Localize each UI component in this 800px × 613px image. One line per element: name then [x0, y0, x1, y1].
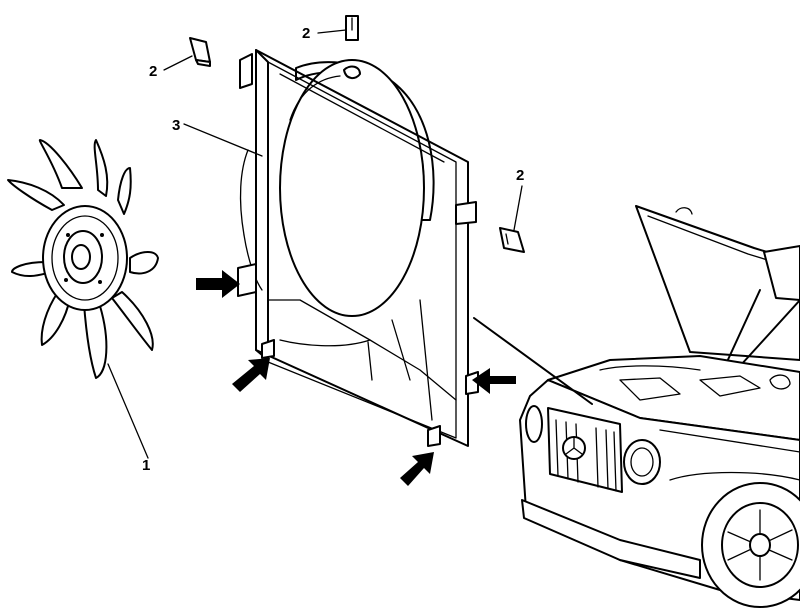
clip-top-left: [189, 37, 211, 67]
vehicle-open-hood: [635, 205, 800, 361]
vehicle-illustration: [519, 205, 800, 608]
label-clip-right: 2: [516, 167, 524, 184]
leader-lines: [107, 29, 593, 459]
vehicle-location-line: [473, 317, 593, 405]
shroud-frame: [255, 49, 469, 447]
label-fan: 1: [142, 457, 150, 474]
clip-top-center: [345, 15, 359, 41]
shroud-top-tab: [239, 53, 253, 89]
clip-right: [499, 227, 525, 253]
vehicle-headlight: [623, 439, 661, 485]
label-shroud: 3: [172, 117, 180, 134]
arrow-right: [472, 368, 516, 394]
shroud-right-tab: [455, 201, 477, 225]
fan-blades: [7, 139, 159, 379]
label-clip-top-left: 2: [149, 63, 157, 80]
arrow-left-lower: [232, 358, 270, 392]
arrow-left-upper: [196, 270, 240, 298]
shroud-fan-opening: [279, 59, 425, 317]
fan-illustration: [7, 139, 159, 379]
arrow-bottom: [400, 452, 434, 486]
fan-shroud-illustration: [237, 49, 479, 447]
fan-hub-center: [71, 244, 91, 270]
label-clip-top-center: 2: [302, 25, 310, 42]
